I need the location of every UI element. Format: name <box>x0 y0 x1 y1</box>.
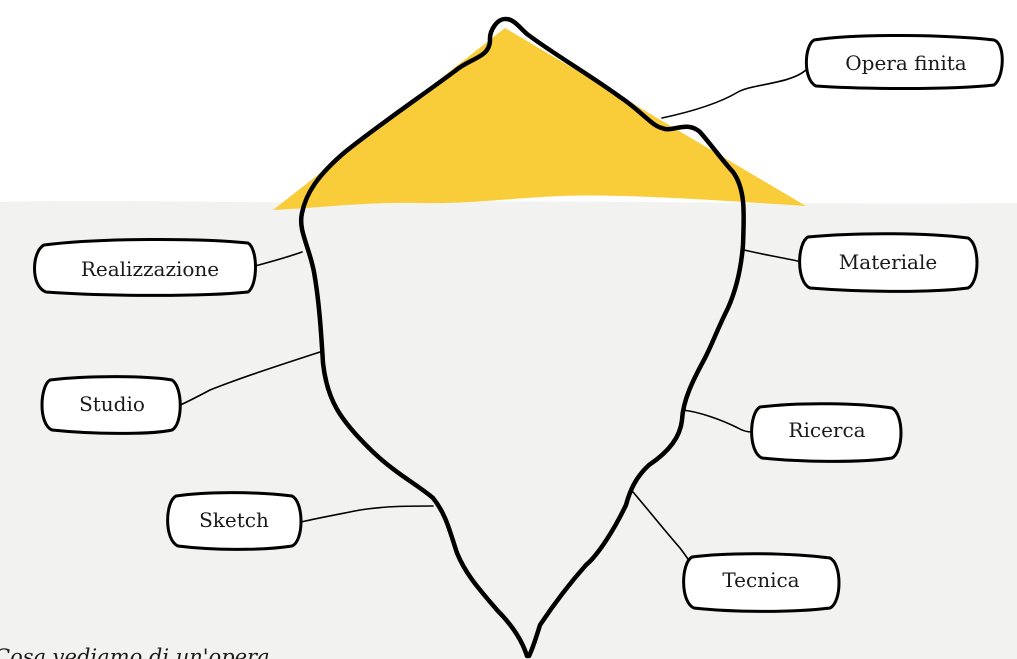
label-ricerca: Ricerca <box>752 404 901 462</box>
label-sketch-text: Sketch <box>199 508 269 532</box>
label-opera-finita: Opera finita <box>806 35 1002 88</box>
label-studio: Studio <box>42 377 180 434</box>
label-realizzazione-text: Realizzazione <box>81 257 219 281</box>
label-sketch: Sketch <box>168 493 301 550</box>
label-materiale-text: Materiale <box>839 250 937 274</box>
label-materiale: Materiale <box>800 234 977 292</box>
iceberg-tip <box>273 28 806 210</box>
label-realizzazione: Realizzazione <box>35 239 256 295</box>
label-ricerca-text: Ricerca <box>788 418 865 442</box>
leader-line-opera-finita <box>662 70 806 118</box>
label-tecnica: Tecnica <box>684 554 839 612</box>
diagram-caption: Cosa vediamo di un'opera <box>0 645 270 659</box>
label-tecnica-text: Tecnica <box>722 568 799 592</box>
label-studio-text: Studio <box>79 392 145 416</box>
label-opera-finita-text: Opera finita <box>845 51 967 75</box>
